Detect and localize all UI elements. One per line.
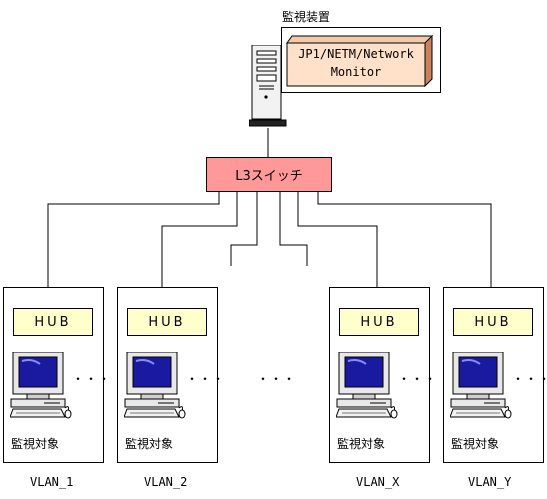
monitored-target-label: 監視対象 bbox=[11, 437, 60, 451]
hub-label: HUB bbox=[360, 314, 398, 330]
more-computers-ellipsis: ・・・ bbox=[512, 372, 547, 386]
computer-icon bbox=[9, 351, 72, 426]
monitor-title: 監視装置 bbox=[282, 10, 331, 24]
vlan-group-1: HUB ・・・ 監視対象 bbox=[3, 287, 110, 463]
computer-icon bbox=[123, 351, 186, 426]
monitored-target-label: 監視対象 bbox=[125, 437, 174, 451]
computer-icon bbox=[335, 351, 398, 426]
hub-label: HUB bbox=[34, 314, 72, 330]
hub-label: HUB bbox=[474, 314, 512, 330]
vlan-group-x: HUB ・・・ 監視対象 bbox=[329, 287, 436, 463]
vlan-name-2: VLAN_2 bbox=[144, 475, 188, 489]
vlan-name-1: VLAN_1 bbox=[30, 475, 74, 489]
monitored-target-label: 監視対象 bbox=[337, 437, 386, 451]
computer-icon bbox=[449, 351, 512, 426]
monitored-target-label: 監視対象 bbox=[451, 437, 500, 451]
more-computers-ellipsis: ・・・ bbox=[398, 372, 438, 386]
hub: HUB bbox=[339, 308, 419, 336]
l3-switch-label: L3スイッチ bbox=[235, 169, 303, 184]
vlan-group-y: HUB ・・・ 監視対象 bbox=[443, 287, 547, 463]
hub: HUB bbox=[453, 308, 533, 336]
product-name-line2: Monitor bbox=[330, 65, 382, 79]
server-icon bbox=[249, 45, 287, 127]
more-computers-ellipsis: ・・・ bbox=[186, 372, 226, 386]
hub: HUB bbox=[13, 308, 93, 336]
vlan-name-x: VLAN_X bbox=[356, 475, 400, 489]
middle-ellipsis: ・・・ bbox=[257, 372, 297, 386]
product-box bbox=[286, 35, 434, 87]
vlan-name-y: VLAN_Y bbox=[468, 475, 512, 489]
more-computers-ellipsis: ・・・ bbox=[72, 372, 112, 386]
vlan-group-2: HUB ・・・ 監視対象 bbox=[117, 287, 224, 463]
hub: HUB bbox=[127, 308, 207, 336]
product-name-line1: JP1/NETM/Network bbox=[298, 47, 414, 61]
hub-label: HUB bbox=[148, 314, 186, 330]
l3-switch: L3スイッチ bbox=[206, 157, 332, 192]
